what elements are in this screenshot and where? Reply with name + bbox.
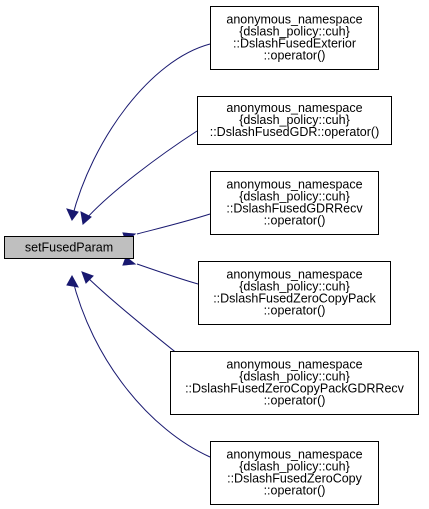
edge-line — [136, 213, 211, 235]
arrowhead — [80, 211, 92, 225]
caller-node-label-line: ::DslashFusedGDRRecv — [226, 202, 363, 216]
caller-node-label-line: ::operator() — [264, 484, 326, 498]
caller-node-label-line: ::operator() — [264, 49, 326, 63]
caller-node-label-line: {dslash_policy::cuh} — [239, 280, 350, 294]
node-box — [4, 236, 134, 259]
caller-node-label-line: anonymous_namespace — [226, 268, 362, 282]
caller-node-label-line: anonymous_namespace — [226, 178, 362, 192]
caller-node-label-line: {dslash_policy::cuh} — [239, 25, 350, 39]
root-node-label: setFusedParam — [25, 241, 113, 255]
call-edge — [66, 274, 211, 458]
caller-node-label-line: anonymous_namespace — [226, 448, 362, 462]
caller-node-label-line: ::DslashFusedGDR::operator() — [210, 125, 380, 139]
call-edge — [80, 130, 198, 225]
root-node[interactable]: setFusedParam — [4, 236, 134, 259]
caller-node-label-line: ::operator() — [264, 214, 326, 228]
caller-node-label-line: {dslash_policy::cuh} — [239, 190, 350, 204]
call-edge — [122, 256, 199, 285]
caller-node-label-line: ::DslashFusedExterior — [233, 37, 356, 51]
caller-node[interactable]: anonymous_namespace{dslash_policy::cuh}:… — [170, 351, 419, 415]
caller-node-label-line: anonymous_namespace — [226, 358, 362, 372]
caller-node-label-line: ::DslashFusedZeroCopy — [227, 472, 363, 486]
caller-node[interactable]: anonymous_namespace{dslash_policy::cuh}:… — [198, 261, 391, 325]
caller-node[interactable]: anonymous_namespace{dslash_policy::cuh}:… — [197, 96, 392, 145]
edge-line — [71, 276, 211, 458]
caller-node-label-line: ::operator() — [264, 304, 326, 318]
caller-node-label-line: ::DslashFusedZeroCopyPackGDRRecv — [185, 382, 405, 396]
call-edge — [122, 213, 211, 242]
caller-node[interactable]: anonymous_namespace{dslash_policy::cuh}:… — [210, 6, 379, 70]
node-box — [170, 351, 419, 415]
arrowhead — [66, 208, 79, 221]
caller-node-label-line: {dslash_policy::cuh} — [239, 460, 350, 474]
edge-line — [71, 43, 211, 219]
call-edge — [66, 43, 211, 221]
caller-node-label-line: ::DslashFusedZeroCopyPack — [213, 292, 376, 306]
caller-node[interactable]: anonymous_namespace{dslash_policy::cuh}:… — [210, 441, 379, 505]
caller-node[interactable]: anonymous_namespace{dslash_policy::cuh}:… — [210, 171, 379, 235]
caller-node-label-line: ::operator() — [264, 394, 326, 408]
node-box — [197, 96, 392, 145]
edge-line — [136, 263, 199, 285]
caller-node-label-line: {dslash_policy::cuh} — [239, 370, 350, 384]
node-box — [210, 441, 379, 505]
caller-node-label-line: anonymous_namespace — [226, 13, 362, 27]
caller-node-label-line: anonymous_namespace — [226, 101, 362, 115]
edge-line — [84, 130, 198, 221]
node-box — [210, 171, 379, 235]
caller-node-label-line: {dslash_policy::cuh} — [239, 113, 350, 127]
node-box — [198, 261, 391, 325]
arrowhead — [66, 274, 79, 288]
arrowhead — [81, 271, 94, 284]
node-box — [210, 6, 379, 70]
